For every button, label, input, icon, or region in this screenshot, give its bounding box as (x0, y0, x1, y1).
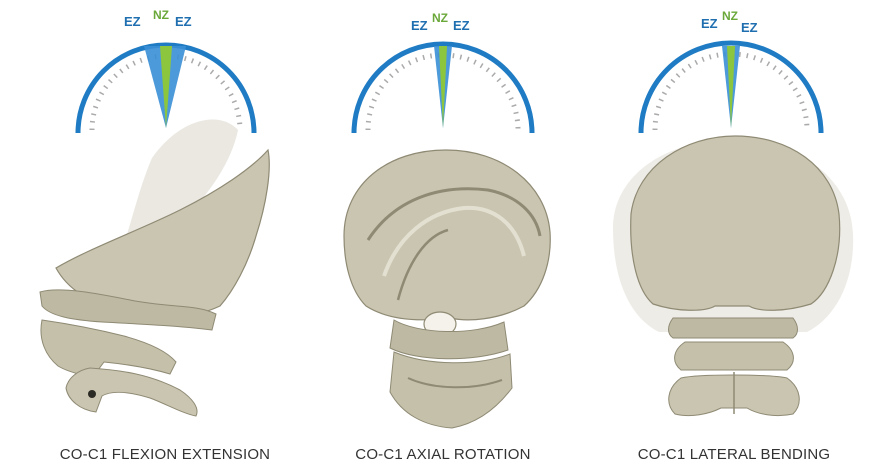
skull-spine-model-oblique (344, 150, 550, 428)
panel-flexion-extension: EZ NZ EZ CO-C1 FLEXION EXTENSION (20, 0, 310, 469)
ez-right-label: EZ (741, 20, 758, 35)
nz-label: NZ (432, 11, 448, 25)
panel-axial-rotation: EZ NZ EZ CO-C1 AXIAL ROTATION (298, 0, 588, 469)
nz-label: NZ (153, 8, 169, 22)
spinous-process (66, 368, 197, 416)
rom-diagram-lateral-bending: EZ NZ EZ (589, 0, 879, 469)
c2-vertebra (675, 342, 794, 370)
ez-right-label: EZ (175, 14, 192, 29)
rom-diagram-axial-rotation: EZ NZ EZ (298, 0, 588, 469)
range-of-motion-gauge: EZ NZ EZ (78, 8, 254, 133)
caption-axial-rotation: CO-C1 AXIAL ROTATION (298, 446, 588, 463)
caption-flexion-extension: CO-C1 FLEXION EXTENSION (20, 446, 310, 463)
skull-dome (344, 150, 550, 320)
range-of-motion-gauge: EZ NZ EZ (641, 9, 821, 133)
panel-lateral-bending: EZ NZ EZ CO-C1 LATERAL BENDING (589, 0, 879, 469)
rom-diagram-flexion-extension: EZ NZ EZ (20, 0, 310, 469)
range-of-motion-gauge: EZ NZ EZ (354, 11, 532, 133)
ez-right-label: EZ (453, 18, 470, 33)
ez-left-label: EZ (411, 18, 428, 33)
c2-c3-column (390, 352, 512, 428)
c1-atlas (669, 318, 798, 338)
skull-spine-model-lateral (40, 119, 269, 416)
caption-lateral-bending: CO-C1 LATERAL BENDING (589, 446, 879, 463)
skull-base (631, 136, 840, 310)
skull-spine-model-anterior (613, 136, 853, 416)
ez-left-label: EZ (124, 14, 141, 29)
vertebral-foramen (88, 390, 96, 398)
ez-left-label: EZ (701, 16, 718, 31)
nz-label: NZ (722, 9, 738, 23)
